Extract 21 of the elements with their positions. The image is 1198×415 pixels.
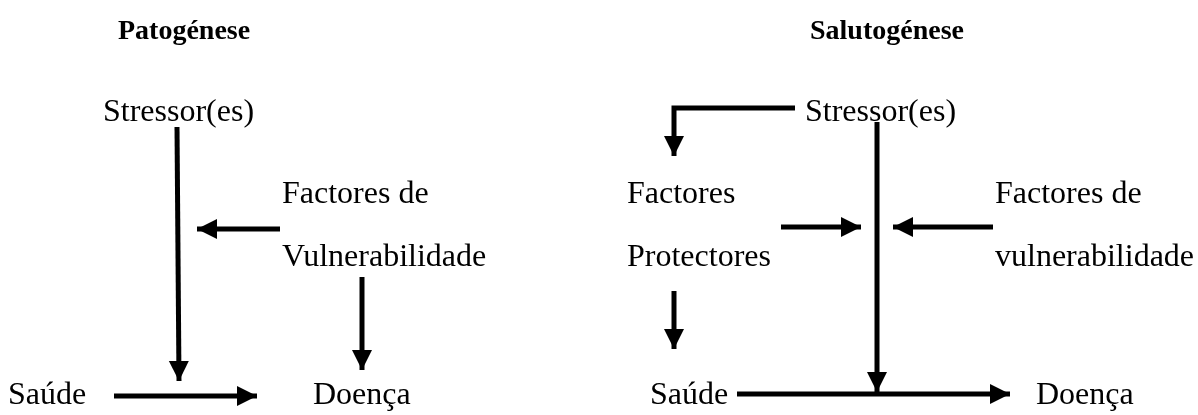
node-label: Stressor(es) bbox=[103, 94, 259, 126]
panel-heading: Patogénese bbox=[118, 14, 251, 46]
node-label: Factores Protectores bbox=[627, 161, 779, 287]
arrow bbox=[197, 219, 280, 239]
node-label: Stressor(es) bbox=[805, 94, 961, 126]
node-label: Factores de vulnerabilidade bbox=[995, 161, 1197, 287]
arrow bbox=[893, 217, 993, 237]
panel-heading: Salutogénese bbox=[810, 14, 964, 46]
arrow bbox=[114, 386, 257, 406]
arrow bbox=[664, 105, 795, 156]
node-label: Doença bbox=[1036, 376, 1136, 410]
node-label: Factores de Vulnerabilidade bbox=[282, 161, 512, 287]
node-label: Doença bbox=[313, 376, 413, 410]
node-label: Saúde bbox=[8, 376, 90, 410]
arrow bbox=[737, 384, 1010, 404]
arrow bbox=[352, 277, 372, 370]
node-label: Saúde bbox=[650, 376, 732, 410]
arrow bbox=[867, 122, 887, 392]
arrow bbox=[664, 291, 684, 349]
arrow bbox=[168, 127, 189, 381]
arrow bbox=[781, 217, 861, 237]
